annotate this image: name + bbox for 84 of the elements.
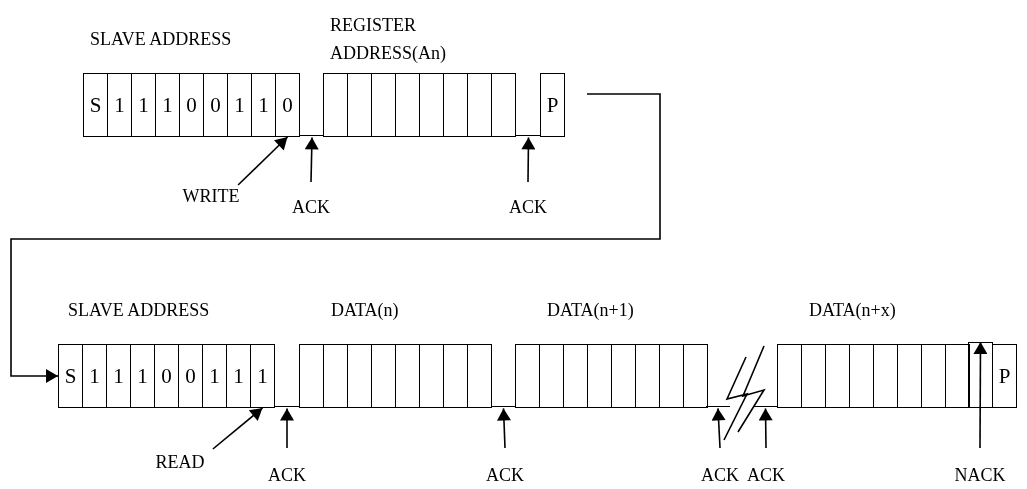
arrow xyxy=(10,93,661,383)
arrow xyxy=(521,136,536,183)
bit-cell: 0 xyxy=(178,344,203,408)
bit-cell: 1 xyxy=(82,344,107,408)
bit-cell xyxy=(659,344,684,408)
bit-cell xyxy=(801,344,826,408)
bit-cell: P xyxy=(992,344,1017,408)
bit-slot-line xyxy=(300,135,324,138)
bit-cell: 0 xyxy=(179,73,204,137)
arrow xyxy=(304,136,319,183)
bit-cell xyxy=(347,73,372,137)
field-heading: SLAVE ADDRESS xyxy=(90,28,233,51)
arrow xyxy=(973,341,988,449)
arrow xyxy=(711,407,726,449)
bit-cell: S xyxy=(83,73,108,137)
annotation-label: READ xyxy=(145,449,215,473)
arrow xyxy=(237,136,289,186)
field-heading: DATA(n+x) xyxy=(809,299,897,322)
bit-cell xyxy=(371,344,396,408)
annotation-label: ACK xyxy=(265,448,309,484)
bit-cell xyxy=(371,73,396,137)
bit-cell: 0 xyxy=(275,73,300,137)
bit-cell: 1 xyxy=(227,73,252,137)
bit-cell: 1 xyxy=(107,73,132,137)
bit-cell: P xyxy=(540,73,565,137)
bit-slot-line xyxy=(274,406,300,409)
bit-cell xyxy=(347,344,372,408)
bit-cell: 1 xyxy=(155,73,180,137)
bit-cell: 1 xyxy=(106,344,131,408)
bit-cell xyxy=(921,344,946,408)
bit-cell xyxy=(897,344,922,408)
bit-slot-line xyxy=(516,135,541,138)
bit-cell: 1 xyxy=(202,344,227,408)
annotation-label: ACK xyxy=(289,182,333,218)
bit-cell xyxy=(587,344,612,408)
field-heading: DATA(n) xyxy=(331,299,400,322)
bit-cell: 1 xyxy=(226,344,251,408)
field-heading: DATA(n+1) xyxy=(547,299,635,322)
annotation-label: ACK xyxy=(698,448,742,484)
arrow xyxy=(280,407,294,449)
bit-cell xyxy=(299,344,324,408)
annotation-label: NACK xyxy=(947,448,1013,484)
bit-cell xyxy=(467,73,492,137)
bit-slot-line xyxy=(706,406,730,409)
bit-cell: 1 xyxy=(130,344,155,408)
arrow xyxy=(496,407,511,449)
bit-cell: 1 xyxy=(251,73,276,137)
bit-cell xyxy=(443,73,468,137)
annotation-label: WRITE xyxy=(170,185,252,207)
annotation-label: ACK xyxy=(506,182,550,218)
annotation-label: ACK xyxy=(744,448,788,484)
bit-cell xyxy=(419,344,444,408)
bit-cell xyxy=(323,73,348,137)
field-heading: SLAVE ADDRESS xyxy=(68,299,211,322)
field-heading: REGISTER ADDRESS(An) xyxy=(330,14,447,65)
bit-cell xyxy=(443,344,468,408)
bit-cell: 0 xyxy=(203,73,228,137)
bit-cell xyxy=(849,344,874,408)
bit-cell xyxy=(395,73,420,137)
bit-cell xyxy=(467,344,492,408)
bit-cell xyxy=(873,344,898,408)
bit-cell xyxy=(777,344,802,408)
bit-cell xyxy=(825,344,850,408)
bit-cell: S xyxy=(58,344,83,408)
bit-cell: 1 xyxy=(131,73,156,137)
bit-cell xyxy=(968,342,993,408)
bit-slot-line xyxy=(491,406,516,409)
bit-cell xyxy=(563,344,588,408)
arrow xyxy=(212,407,264,450)
arrow xyxy=(758,407,773,449)
bit-cell: 1 xyxy=(250,344,275,408)
bit-cell xyxy=(515,344,540,408)
bit-cell xyxy=(323,344,348,408)
bit-cell xyxy=(395,344,420,408)
bit-cell xyxy=(419,73,444,137)
bit-cell xyxy=(683,344,708,408)
bit-cell xyxy=(945,344,970,408)
bit-cell: 0 xyxy=(154,344,179,408)
bit-slot-line xyxy=(753,406,778,409)
annotation-label: ACK xyxy=(483,448,527,484)
bit-cell xyxy=(611,344,636,408)
bit-cell xyxy=(635,344,660,408)
bit-cell xyxy=(491,73,516,137)
bit-cell xyxy=(539,344,564,408)
